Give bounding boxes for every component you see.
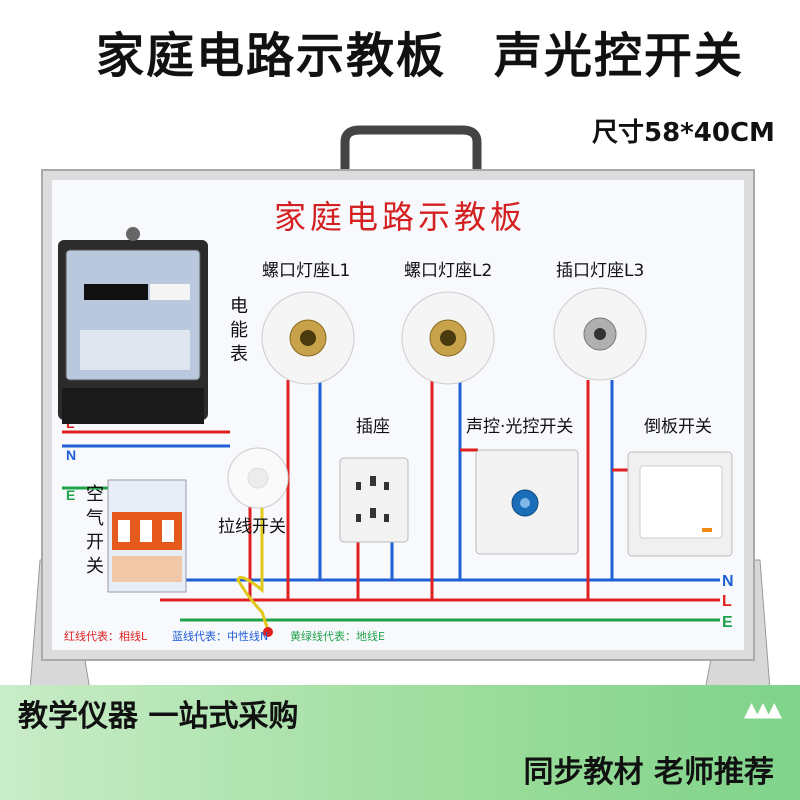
lamp-label-l2: 螺口灯座L2 <box>404 261 492 281</box>
board-title: 家庭电路示教板 <box>274 199 526 235</box>
pull-switch-label: 拉线开关 <box>218 517 286 537</box>
socket-label: 插座 <box>356 417 390 437</box>
headline-secondary: 声光控开关 <box>494 28 745 84</box>
carry-handle <box>340 125 482 172</box>
promo-footer: 教学仪器 一站式采购 ▲▲▲ 同步教材 老师推荐 <box>0 685 800 800</box>
footer-slogan-right: 同步教材 老师推荐 <box>523 755 774 790</box>
lamp-holder-l2 <box>401 291 495 385</box>
breaker-label: 空 气 开 关 <box>86 484 110 577</box>
lamp-holder-l1 <box>261 291 355 385</box>
wire-letter-e: E <box>722 614 733 631</box>
headline: 家庭电路示教板声光控开关 <box>96 16 744 86</box>
wire-letter-n: N <box>722 573 734 590</box>
lamp-label-l1: 螺口灯座L1 <box>262 261 350 281</box>
footer-slogan-left: 教学仪器 一站式采购 <box>18 699 299 734</box>
wire-letter-n-left: N <box>66 447 76 463</box>
voice-light-switch-label: 声控·光控开关 <box>466 417 573 437</box>
rocker-switch-label: 倒板开关 <box>644 417 712 437</box>
wire-letter-e-left: E <box>66 487 75 503</box>
legend-blue: 蓝线代表：中性线N <box>172 629 268 643</box>
air-breaker <box>107 479 187 593</box>
rocker-switch <box>627 451 733 557</box>
electric-meter <box>58 227 208 424</box>
wall-socket <box>339 457 409 543</box>
legend-red: 红线代表：相线L <box>64 629 148 643</box>
decorative-arrows-icon: ▲▲▲ <box>743 697 782 721</box>
voice-light-switch <box>475 449 579 555</box>
lamp-holder-l3 <box>553 287 647 381</box>
meter-label: 电能表 <box>230 296 248 365</box>
pull-switch <box>227 447 289 637</box>
headline-primary: 家庭电路示教板 <box>96 28 447 84</box>
lamp-label-l3: 插口灯座L3 <box>556 261 644 281</box>
size-label: 尺寸58*40CM <box>592 118 775 148</box>
wire-letter-l: L <box>722 593 732 610</box>
legend-yellow-green: 黄绿线代表：地线E <box>290 629 385 643</box>
